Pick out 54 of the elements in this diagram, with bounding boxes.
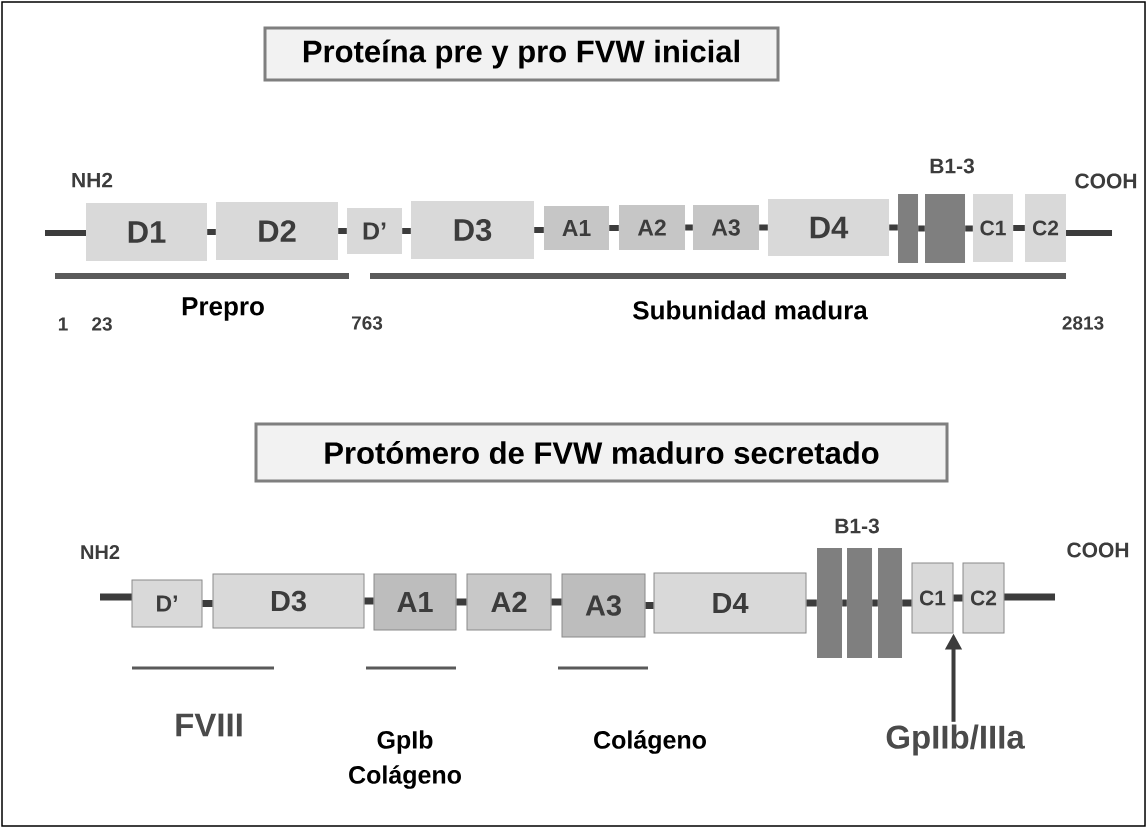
domain-box: D3: [411, 201, 534, 259]
domain-bar: [847, 548, 872, 658]
domain-box: A2: [466, 573, 552, 631]
domain-box: D2: [216, 202, 338, 260]
domain-box: A1: [544, 206, 609, 250]
text-label: B1-3: [835, 518, 879, 534]
domain-box: D4: [653, 572, 807, 634]
connector-line: [889, 224, 898, 231]
text-label: Colágeno: [594, 730, 706, 754]
domain-box: D3: [212, 573, 365, 629]
text-label: B1-3: [930, 158, 974, 174]
text-label: FVIII: [176, 713, 242, 737]
connector-line: [207, 229, 216, 235]
text-label: COOH: [1075, 173, 1137, 189]
domain-box: A3: [693, 205, 759, 250]
binding-label: GpIIb/IIIa: [886, 724, 1025, 756]
domain-box: C2: [962, 562, 1005, 634]
domain-box: D’: [131, 579, 203, 628]
domain-bar: [925, 194, 965, 263]
text-label: 763: [351, 316, 383, 330]
domain-box: C1: [911, 562, 954, 634]
domain-box: C1: [973, 194, 1013, 262]
title-box: Proteína pre y pro FVW inicial: [263, 26, 780, 82]
text-label: Prepro: [182, 297, 264, 321]
domain-box: D4: [768, 199, 889, 256]
connector-line: [965, 225, 973, 232]
connector-line: [918, 225, 925, 232]
domain-bar: [878, 548, 902, 658]
text-label: Colágeno: [349, 765, 461, 789]
text-label: 2813: [1062, 316, 1104, 330]
text-label: 1: [58, 317, 68, 331]
text-label: GpIb: [377, 730, 433, 754]
text-label: NH2: [72, 172, 113, 188]
domain-bar: [817, 548, 842, 658]
domain-bar: [898, 194, 918, 263]
connector-line: [685, 224, 693, 231]
text-label: NH2: [81, 545, 120, 559]
domain-box: D1: [86, 203, 207, 261]
connector-line: [759, 224, 768, 231]
domain-box: A2: [619, 205, 685, 250]
domain-box: A1: [373, 573, 457, 631]
domain-box: A3: [561, 573, 646, 638]
connector-line: [534, 227, 544, 233]
connector-line: [402, 228, 411, 234]
title-box: Protómero de FVW maduro secretado: [254, 422, 949, 483]
connector-line: [338, 228, 347, 234]
domain-box: C2: [1025, 194, 1066, 262]
domain-box: D’: [347, 208, 402, 254]
text-label: 23: [92, 317, 112, 331]
connector-line: [202, 600, 213, 607]
text-label: COOH: [1067, 542, 1129, 558]
connector-line: [609, 225, 619, 231]
text-label: Subunidad madura: [633, 300, 868, 320]
connector-line: [1013, 225, 1025, 231]
